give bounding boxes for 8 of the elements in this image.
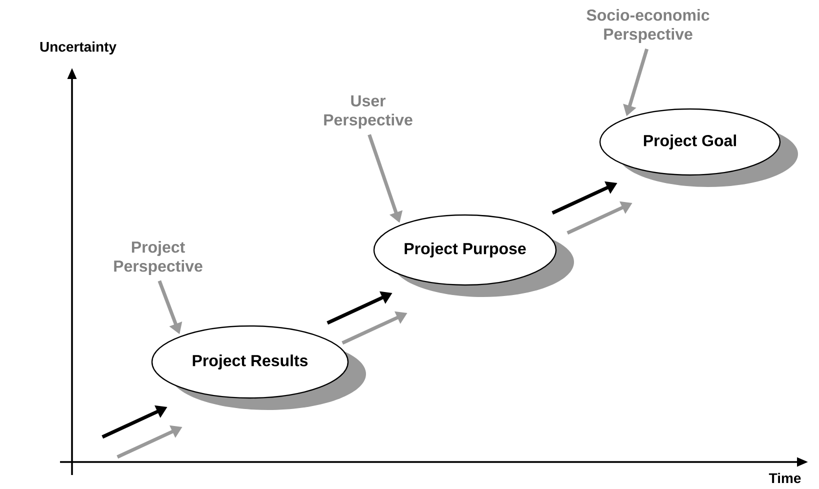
oval-box: Project Goal <box>599 108 781 176</box>
perspective-label: Socio-economic Perspective <box>586 9 710 43</box>
axis-label: Time <box>768 472 801 484</box>
perspective-label: Project Perspective <box>114 241 202 275</box>
oval-box: Project Purpose <box>373 214 557 286</box>
axis-label: Uncertainty <box>40 41 116 55</box>
oval-box: Project Results <box>151 325 349 399</box>
perspective-label: User Perspective <box>324 95 412 129</box>
